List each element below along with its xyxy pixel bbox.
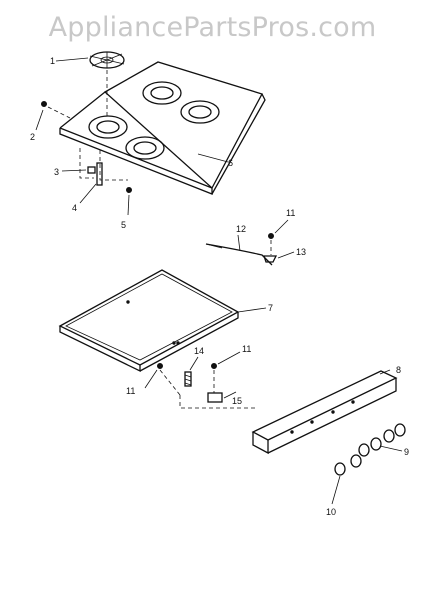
bracket-part-4 [96, 162, 103, 186]
callout-11-right: 11 [242, 344, 251, 354]
screw-part-2 [41, 101, 47, 107]
callout-8: 8 [396, 365, 401, 375]
callout-15: 15 [232, 396, 242, 406]
wire-part-12 [205, 243, 273, 266]
screw-part-11-right [211, 363, 217, 369]
clip-part-3 [87, 166, 96, 174]
knob-part-9 [358, 423, 406, 457]
callout-11-panel: 11 [126, 386, 135, 396]
callout-14: 14 [194, 346, 204, 356]
callout-5: 5 [121, 220, 126, 230]
callout-1: 1 [50, 56, 55, 66]
screw-part-11-panel [157, 363, 163, 369]
callout-11-top: 11 [286, 208, 295, 218]
callout-4: 4 [72, 203, 77, 213]
callout-9: 9 [404, 447, 409, 457]
callout-13: 13 [296, 247, 306, 257]
screw-part-11-top [268, 233, 274, 239]
knob-part-10 [334, 454, 362, 476]
callout-6: 6 [228, 158, 233, 168]
bottom-panel-part [58, 269, 240, 373]
burner-grate-part [89, 51, 125, 69]
burner-front-left [88, 115, 128, 139]
control-panel-part [251, 370, 398, 455]
burner-rear-left [142, 81, 182, 105]
bracket-part-15 [207, 392, 223, 403]
cooktop-part [59, 61, 266, 195]
callout-3: 3 [54, 167, 59, 177]
callout-2: 2 [30, 132, 35, 142]
burner-rear-right [180, 100, 220, 124]
clip-part-13 [263, 255, 278, 263]
callout-12: 12 [236, 224, 246, 234]
burner-front-right [125, 136, 165, 160]
watermark-text: AppliancePartsPros.com [48, 12, 377, 43]
callout-7: 7 [268, 303, 273, 313]
screw-part-5 [126, 187, 132, 193]
callout-10: 10 [326, 507, 336, 517]
